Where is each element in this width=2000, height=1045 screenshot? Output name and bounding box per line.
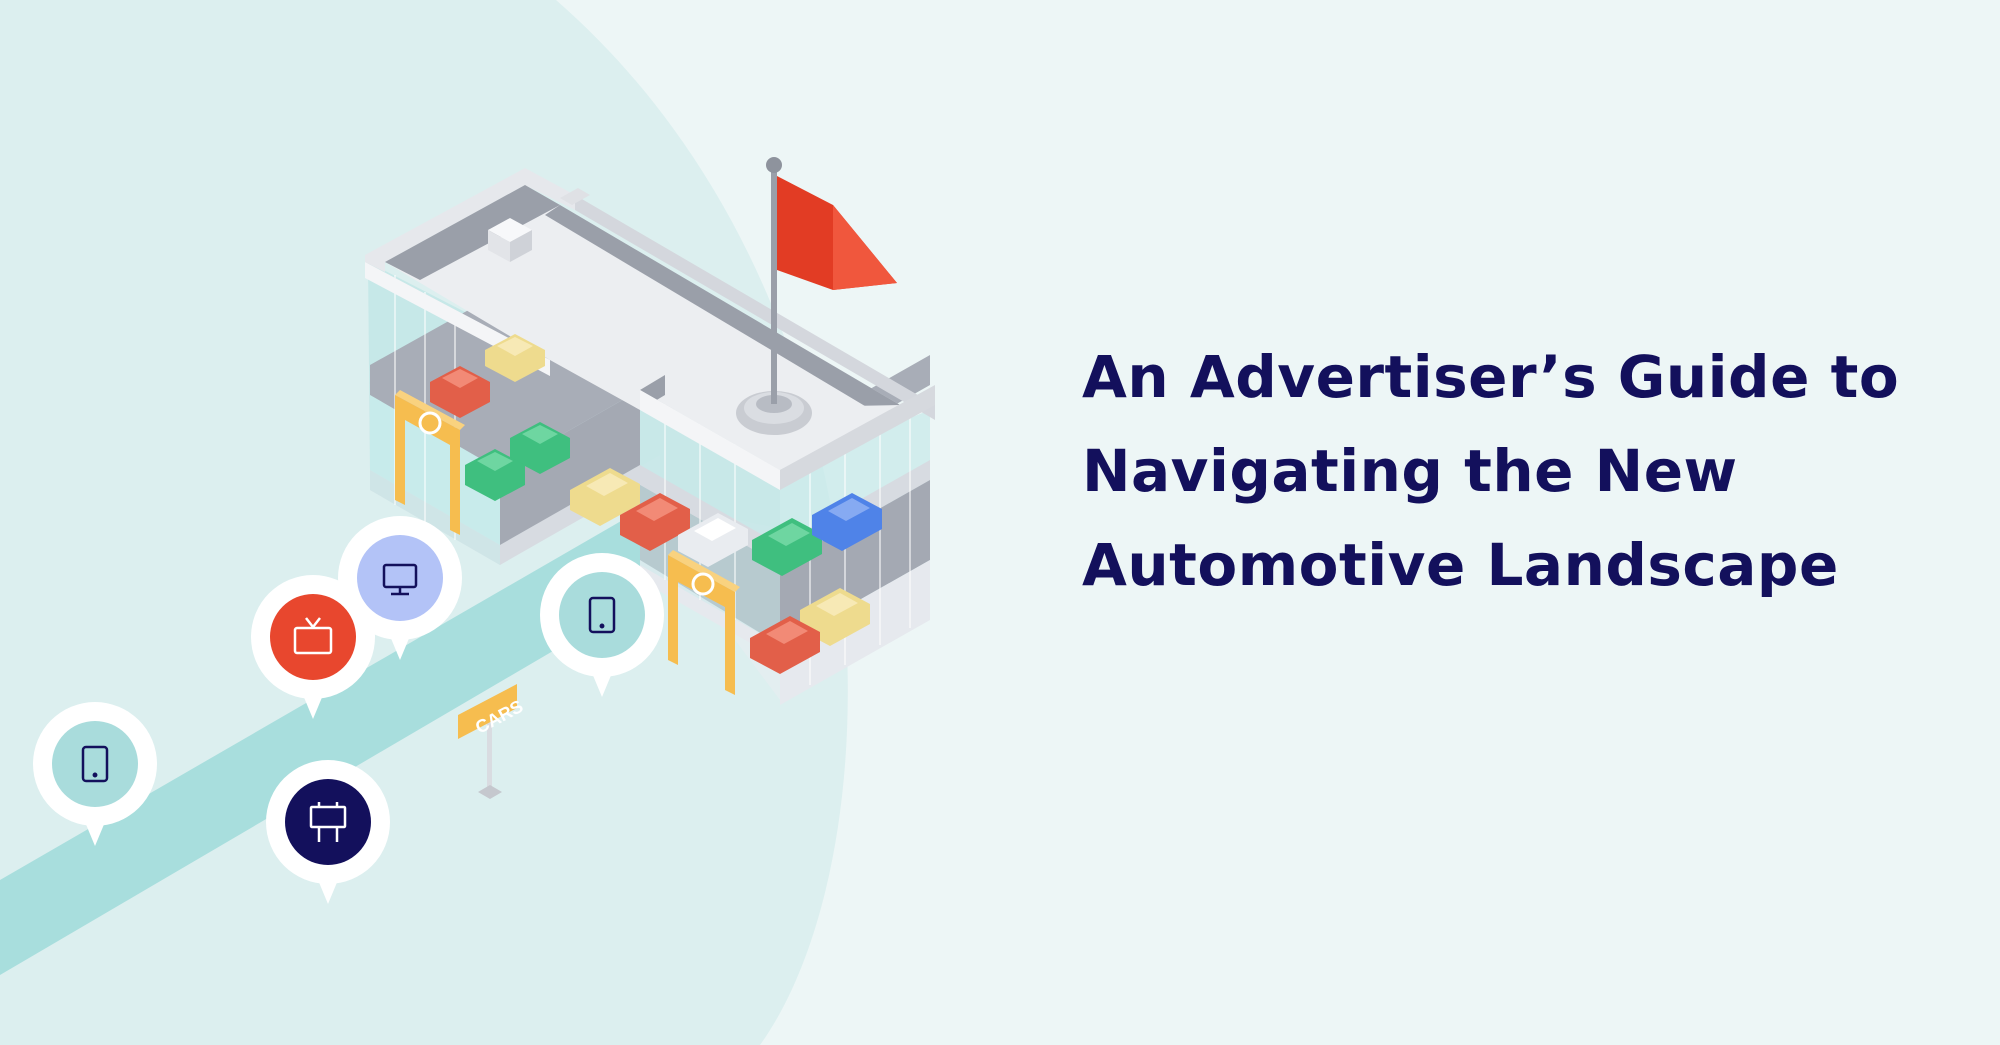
flag <box>766 157 897 404</box>
parked-cars <box>430 334 882 674</box>
channel-pin-monitor <box>338 516 462 660</box>
title-line-2: Navigating the New <box>1082 437 1738 505</box>
billboard-icon <box>309 802 347 842</box>
channel-pin-tv <box>251 575 375 719</box>
channel-pin-tablet-small <box>33 702 157 846</box>
road <box>0 510 640 975</box>
title-line-1: An Advertiser’s Guide to <box>1082 343 1900 411</box>
entrance-arch-right <box>668 550 740 695</box>
tablet-icon <box>81 745 109 783</box>
monitor-icon <box>382 563 418 596</box>
channel-pin-tablet <box>540 553 664 697</box>
page-title: An Advertiser’s Guide to Navigating the … <box>1082 330 1942 612</box>
title-line-3: Automotive Landscape <box>1082 531 1839 599</box>
entrance-arch-left <box>395 390 465 535</box>
tv-icon <box>293 617 333 655</box>
tablet-icon <box>588 596 616 634</box>
channel-pin-billboard <box>266 760 390 904</box>
